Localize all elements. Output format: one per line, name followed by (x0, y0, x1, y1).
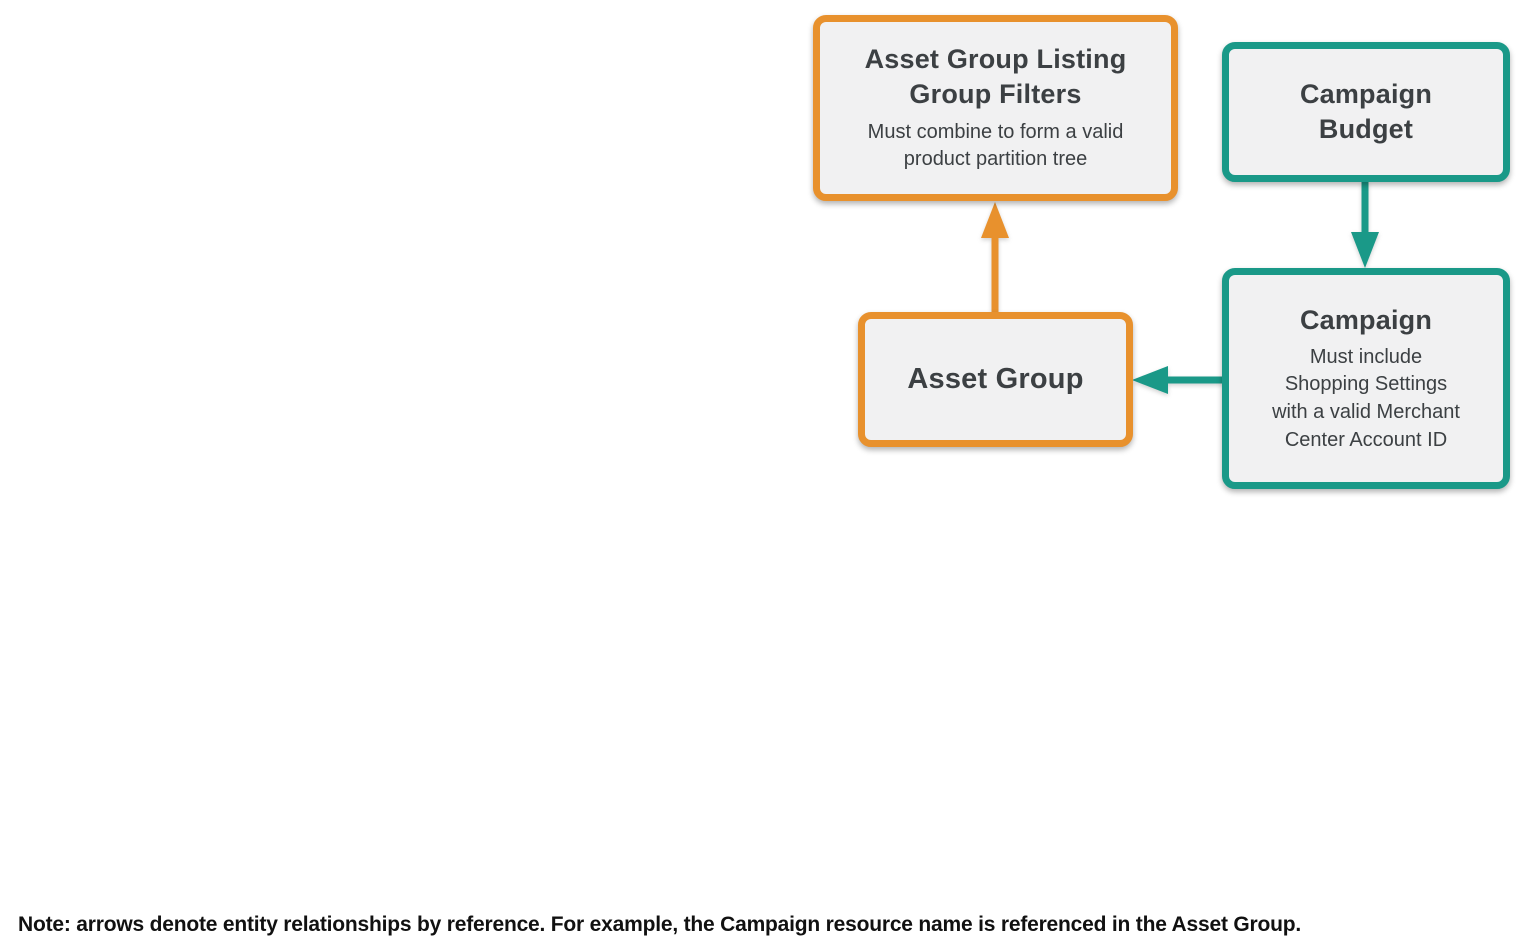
node-campaign-budget: Campaign Budget (1222, 42, 1510, 182)
node-asset-group-listing-group-filters: Asset Group Listing Group Filters Must c… (813, 15, 1178, 201)
node-title: Asset Group Listing Group Filters (864, 44, 1127, 110)
arrow-campaign-to-asset-group (1132, 366, 1224, 394)
node-campaign: Campaign Must include Shopping Settings … (1222, 268, 1510, 489)
arrow-asset-group-to-listing-filters (981, 202, 1009, 313)
node-subtitle: Must combine to form a valid product par… (867, 120, 1124, 171)
node-asset-group: Asset Group (858, 312, 1133, 447)
node-title: Campaign Budget (1299, 78, 1433, 144)
arrow-campaign-budget-to-campaign (1351, 182, 1379, 268)
node-title: Campaign (1299, 304, 1433, 335)
node-subtitle: Must include Shopping Settings with a va… (1272, 345, 1460, 451)
footnote: Note: arrows denote entity relationships… (18, 913, 1301, 936)
node-title: Asset Group (907, 362, 1084, 395)
